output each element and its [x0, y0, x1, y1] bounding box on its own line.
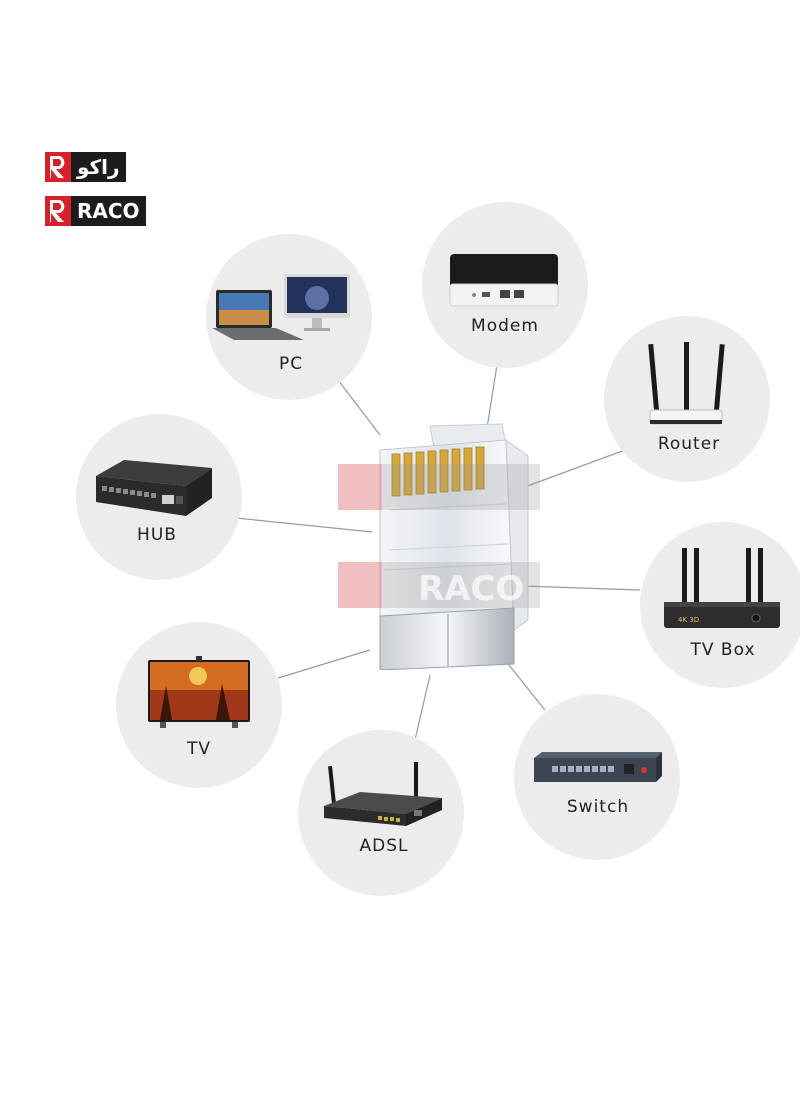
watermark-text: RACO: [418, 569, 524, 609]
label-modem: Modem: [471, 316, 539, 336]
label-hub: HUB: [137, 525, 177, 545]
line-tvbox: [521, 585, 641, 591]
line-adsl: [414, 674, 431, 741]
adsl-icon: [324, 762, 442, 826]
tv-icon: [148, 656, 250, 728]
label-adsl: ADSL: [359, 836, 409, 856]
laptop-desktop-icon: [212, 274, 350, 340]
label-switch: Switch: [566, 797, 630, 817]
logo-english-text: RACO: [71, 196, 146, 226]
line-pc: [337, 379, 381, 436]
label-pc: PC: [278, 354, 304, 374]
logo-english: RACO: [45, 196, 146, 226]
logo-arabic: راكو: [45, 152, 126, 182]
label-tv-box: TV Box: [690, 640, 756, 660]
tv-box-screen-text: 4K 3D: [678, 616, 699, 624]
raco-r-icon: [45, 152, 71, 182]
line-router: [521, 449, 626, 489]
logo-arabic-text: راكو: [71, 152, 126, 182]
modem-icon: [449, 254, 559, 307]
line-tv: [277, 649, 371, 679]
raco-r-icon: [45, 196, 71, 226]
label-tv: TV: [186, 739, 211, 759]
hub-icon: [96, 460, 212, 516]
rj45-connector-icon: RACO: [338, 423, 540, 670]
line-switch: [504, 659, 546, 711]
line-modem: [486, 364, 498, 429]
router-icon: [648, 342, 725, 425]
line-hub: [235, 517, 373, 533]
switch-icon: [534, 752, 662, 782]
tv-box-icon: 4K 3D: [664, 548, 780, 628]
label-router: Router: [657, 434, 721, 454]
